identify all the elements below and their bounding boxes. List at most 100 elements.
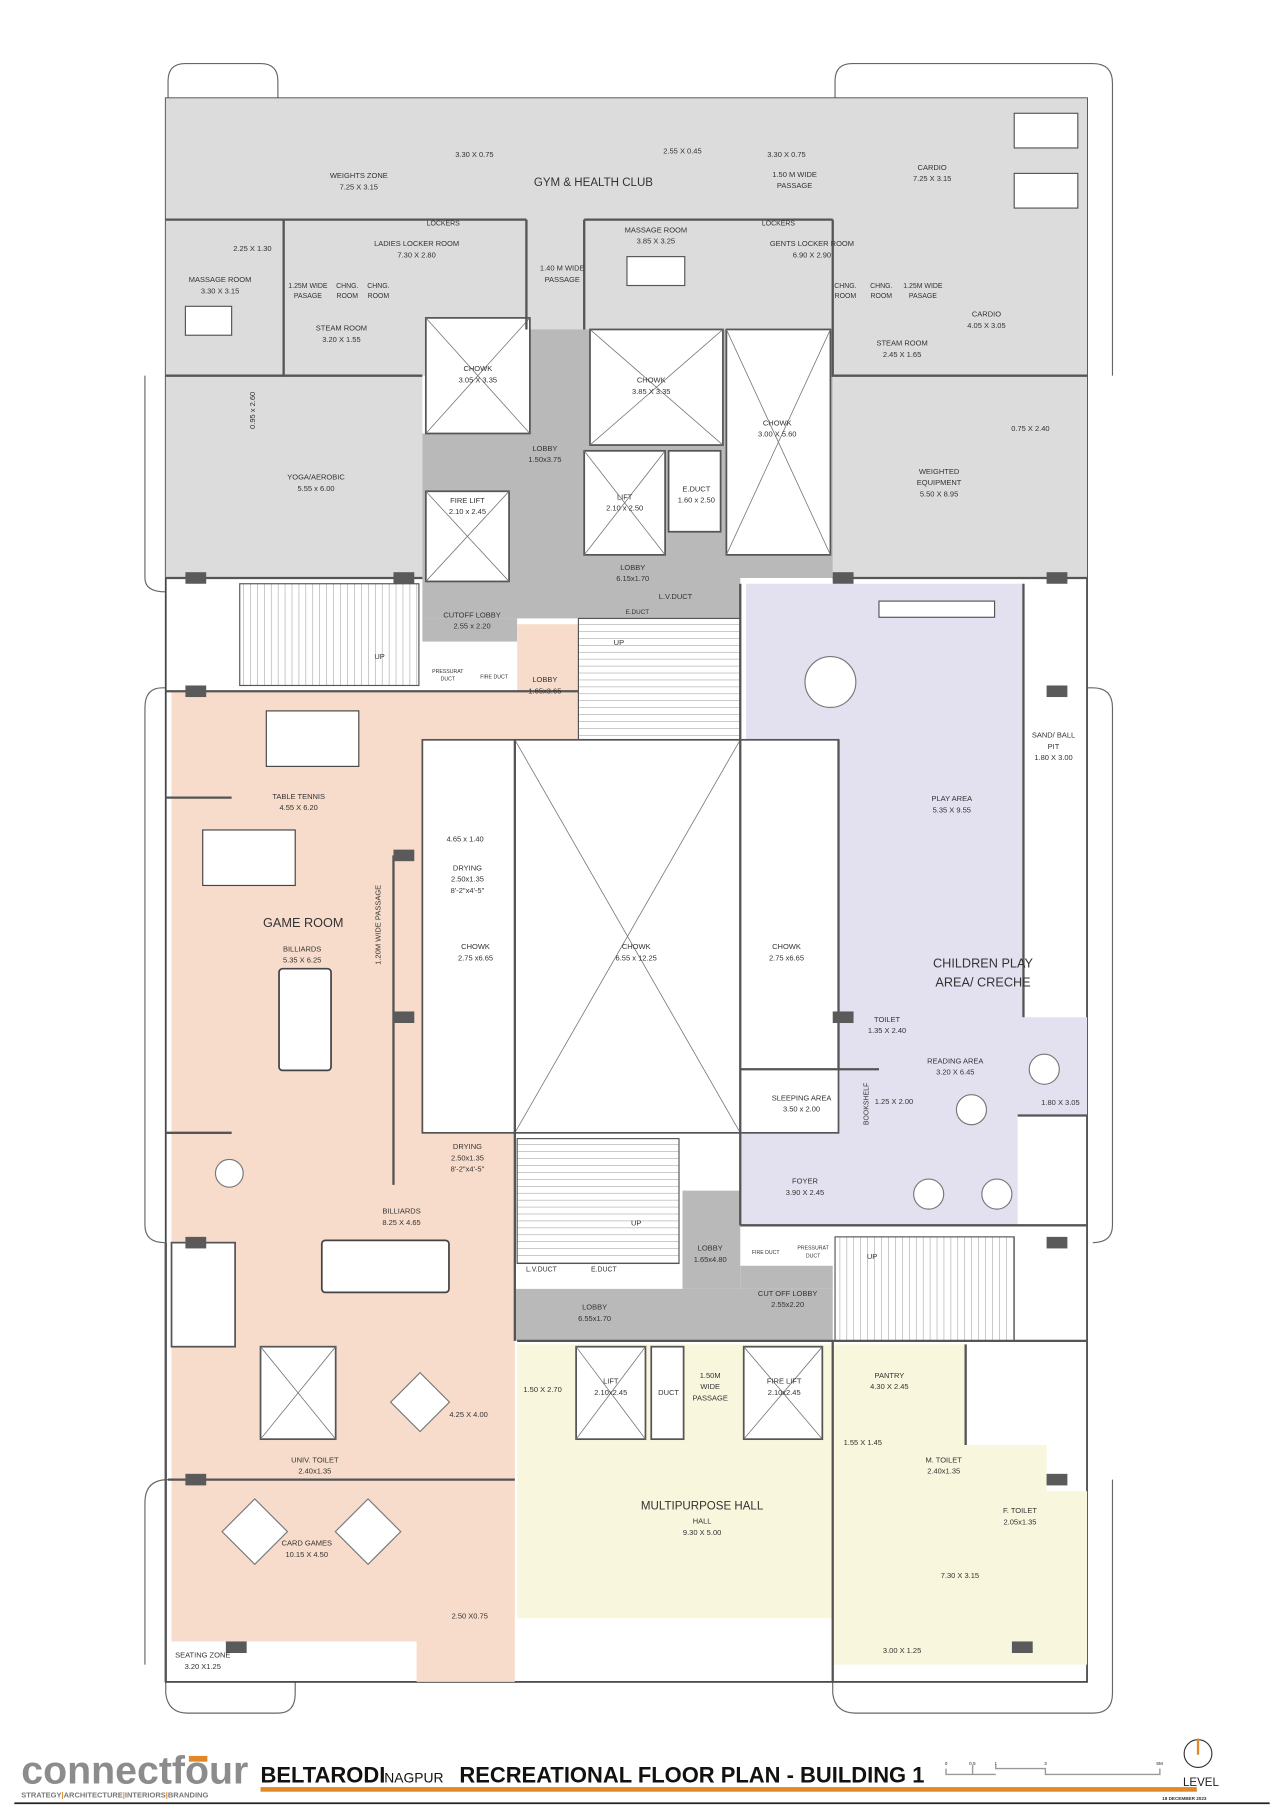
room-label-line: PASSAGE [777,181,812,190]
room-label-fire-duct-lower: FIRE DUCT [752,1250,780,1256]
room-label-line: PASSAGE [545,275,580,284]
room-label-line: ROOM [336,293,358,300]
room-label-line: TABLE TENNIS [272,792,325,801]
room-label-line: GAME ROOM [263,915,343,930]
room-label-line: DUCT [441,677,456,683]
room-label-line: 7.25 X 3.15 [340,182,378,191]
room-label-line: 2.10 x 2.45 [449,507,486,516]
room-label-line: PLAY AREA [931,794,972,803]
scale-ticks: 0 0.5 1 3 5M [945,1761,1163,1766]
room-label-line: 1.20M WIDE PASSAGE [374,885,383,965]
north-arrow-icon [1183,1738,1213,1769]
room-label-line: LOCKERS [427,220,460,227]
room-label-line: MASSAGE ROOM [625,225,688,234]
room-label-dim-1-50: 1.50 X 2.70 [523,1385,561,1394]
room-label-line: 6.15x1.70 [616,574,649,583]
room-label-line: 7.25 X 3.15 [913,174,951,183]
room-label-line: ROOM [835,293,857,300]
room-label-line: 2.10 x 2.50 [606,504,643,513]
room-label-line: 1.25M WIDE [288,283,328,290]
room-label-line: 1.35 X 2.40 [868,1026,906,1035]
room-label-lockers-ladies: LOCKERS [427,220,460,227]
room-label-line: MASSAGE ROOM [189,275,252,284]
room-label-line: 5.55 x 6.00 [297,484,334,493]
room-label-lv-duct-lower: L.V.DUCT [526,1267,558,1274]
room-label-line: 1.55 X 1.45 [844,1438,882,1447]
room-label-line: BOOKSHELF [864,1083,871,1125]
project-name: BELTARODI [261,1762,386,1787]
room-label-line: EQUIPMENT [917,478,962,487]
room-label-line: GENTS LOCKER ROOM [770,239,854,248]
room-label-lockers-gents: LOCKERS [762,220,795,227]
room-label-vanity-2: 3.30 X 0.75 [767,150,805,159]
room-label-line: DUCT [806,1253,821,1259]
room-label-line: FIRE DUCT [752,1250,780,1256]
children-zone [740,583,1088,1226]
svg-text:5M: 5M [1156,1761,1163,1766]
room-label-line: 7.30 X 2.80 [397,250,435,259]
lobby-zone-lower [514,1190,833,1341]
room-label-line: CHNG. [336,283,358,290]
room-label-line: CARD GAMES [282,1539,332,1548]
room-label-line: 0.75 X 2.40 [1011,424,1049,433]
room-label-cardio-side: CARDIO 4.05 X 3.05 [967,310,1005,330]
room-label-chng-room-l1: CHNG. ROOM [336,283,358,300]
room-label-line: PIT [1048,742,1060,751]
room-label-line: DRYING [453,1142,482,1151]
room-label-line: 2.55 x 2.20 [454,622,491,631]
room-label-cutoff-lobby-upper: CUTOFF LOBBY 2.55 x 2.20 [443,610,500,630]
room-label-line: 4.05 X 3.05 [967,321,1005,330]
room-label-line: DRYING [453,863,482,872]
title-block: connectfour STRATEGY|ARCHITECTURE|INTERI… [14,1738,1270,1805]
round-table-icon [214,656,1060,1210]
room-label-line: CHILDREN PLAY [933,956,1034,971]
room-label-line: AREA/ CRECHE [935,975,1030,990]
room-label-line: 2.40x1.35 [298,1467,331,1476]
room-label-line: PANTRY [875,1371,905,1380]
svg-text:0.5: 0.5 [969,1761,976,1766]
room-label-dim-3-00: 3.00 X 1.25 [883,1646,921,1655]
room-label-line: 1.65x3.65 [528,686,561,695]
company-tagline: STRATEGY|ARCHITECTURE|INTERIORS|BRANDING [21,1791,208,1800]
room-label-line: 1.65x4.80 [694,1255,727,1264]
room-label-line: 4.25 X 4.00 [449,1410,487,1419]
room-label-line: 4.65 x 1.40 [447,835,484,844]
svg-text:3: 3 [1044,1761,1047,1766]
walls [164,218,1088,1682]
room-label-gym-health-club: GYM & HEALTH CLUB [534,177,653,189]
room-label-line: 2.50 X0.75 [452,1611,488,1620]
room-label-line: CHNG. [834,283,856,290]
room-label-line: YOGA/AEROBIC [287,473,345,482]
room-label-line: F. TOILET [1003,1506,1037,1515]
room-label-line: SAND/ BALL [1032,730,1075,739]
logo-accent [188,1755,208,1762]
room-label-line: 1.50M [700,1371,721,1380]
room-label-line: 8'-2"x4'-5" [451,886,485,895]
room-label-duct-lower: DUCT [658,1388,679,1397]
treadmill-icon [184,112,1079,618]
room-label-lv-duct-upper: L.V.DUCT [659,592,693,601]
room-label-line: CARDIO [972,310,1001,319]
project-city: NAGPUR [384,1769,443,1785]
room-label-line: 1.50 M WIDE [772,170,817,179]
room-label-line: CHOWK [461,942,490,951]
accent-rule [260,1787,1197,1792]
room-label-line: CUTOFF LOBBY [443,610,500,619]
room-label-line: 3.20 X 6.45 [936,1068,974,1077]
svg-text:1: 1 [995,1761,998,1766]
room-label-line: 5.50 X 8.95 [920,489,958,498]
